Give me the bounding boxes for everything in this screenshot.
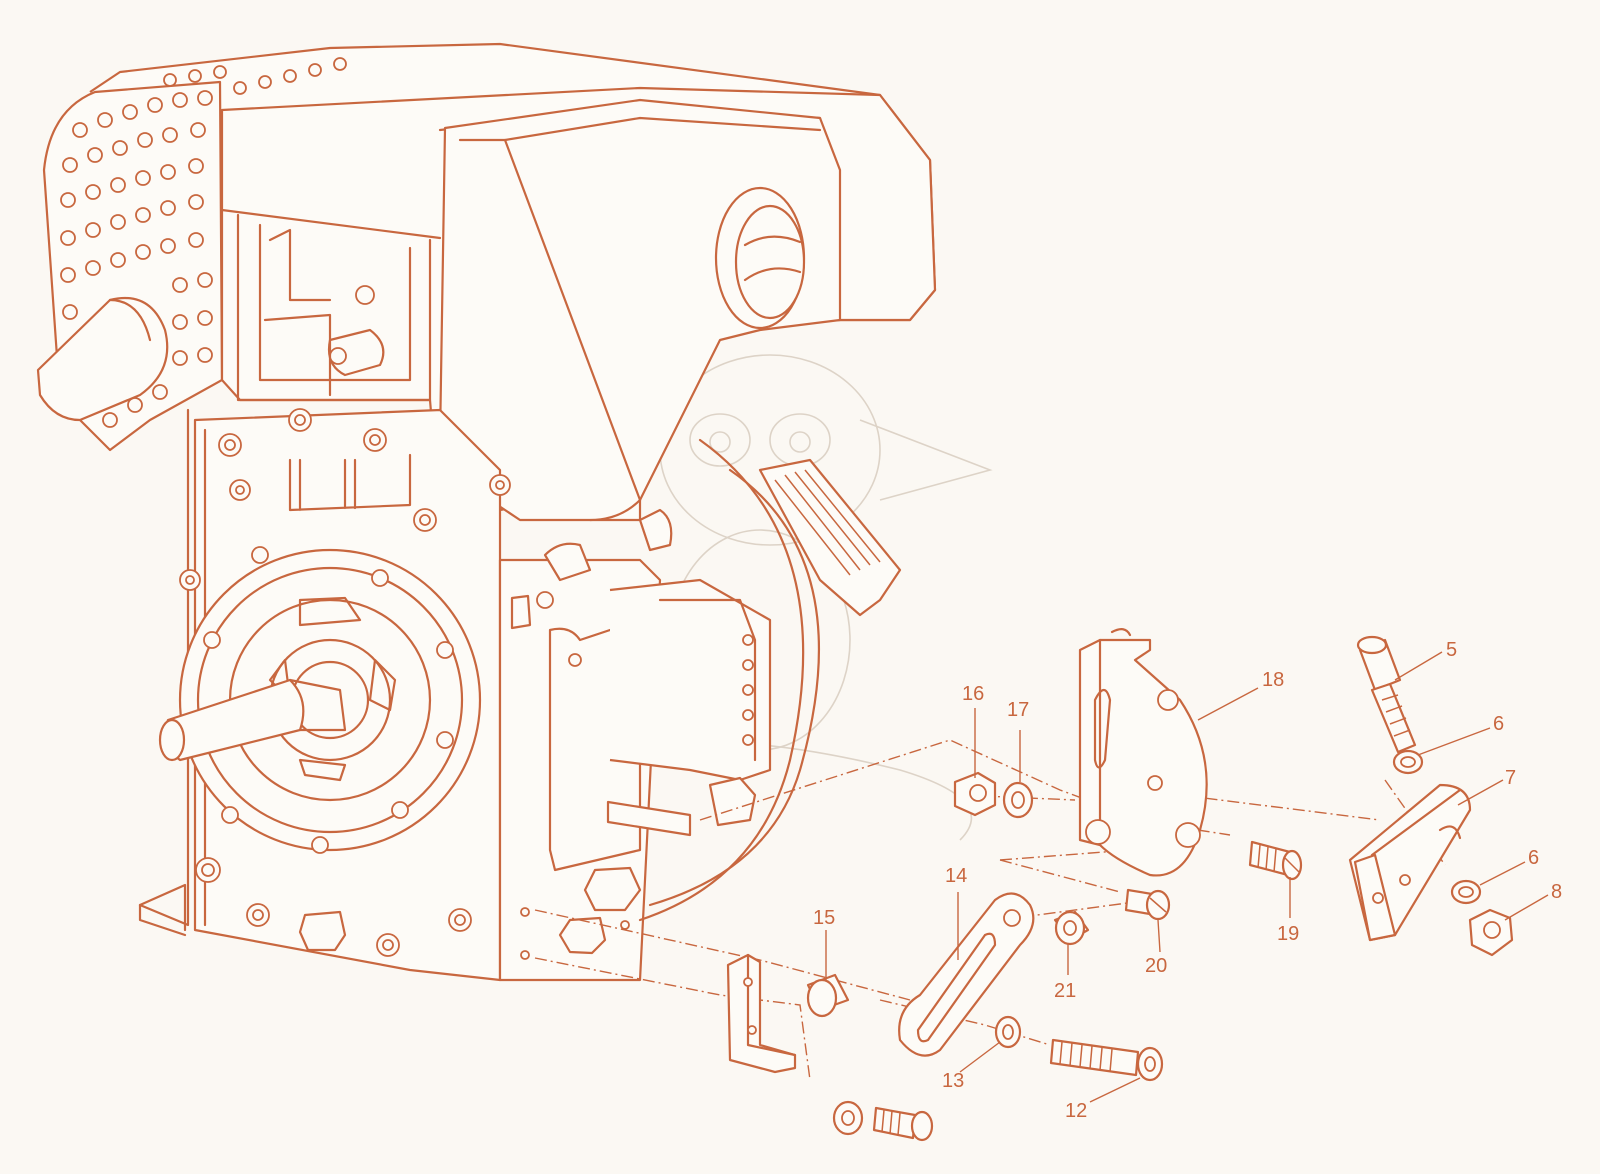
flywheel-housing (178, 546, 482, 854)
angle-bracket (726, 953, 797, 1074)
callout-20: 20 (1145, 955, 1167, 977)
part-8-nut (1468, 908, 1514, 957)
part-14-slotted-link (898, 892, 1035, 1057)
leader-lines (825, 651, 1549, 1103)
exploded-parts: 5 6 7 6 8 12 13 14 15 16 17 18 19 20 21 (534, 628, 1562, 1142)
callout-17: 17 (1007, 699, 1029, 721)
intake-port (714, 186, 806, 330)
callout-8: 8 (1551, 881, 1562, 903)
callout-14: 14 (945, 865, 967, 887)
lower-cap-screw (872, 1106, 934, 1142)
callout-21: 21 (1054, 980, 1076, 1002)
drain-plug (298, 910, 347, 952)
part-7-lever-bracket (1348, 783, 1472, 942)
callout-13: 13 (942, 1070, 964, 1092)
callout-16: 16 (962, 683, 984, 705)
starter-handle (758, 458, 902, 617)
part-18-mounting-plate (1078, 628, 1208, 877)
part-12-cap-screw (1049, 1038, 1164, 1082)
part-21-spacer (1053, 910, 1090, 946)
callout-labels: 5 6 7 6 8 12 13 14 15 16 17 18 19 20 21 (813, 639, 1562, 1122)
callout-6-lower: 6 (1528, 847, 1539, 869)
part-16-hex-nut (953, 771, 997, 817)
part-5-cap-screw (1356, 635, 1417, 754)
callout-7: 7 (1505, 767, 1516, 789)
part-20-slotted-screw (1124, 888, 1171, 921)
governor-linkage-holes (742, 634, 754, 746)
callout-15: 15 (813, 907, 835, 929)
callout-19: 19 (1277, 923, 1299, 945)
rod-stub (606, 800, 692, 837)
engine-assembly (36, 42, 937, 982)
callout-18: 18 (1262, 669, 1284, 691)
callout-12: 12 (1065, 1100, 1087, 1122)
callout-6-upper: 6 (1493, 713, 1504, 735)
part-19-slotted-screw (1248, 840, 1303, 881)
shroud-perforations (60, 57, 347, 428)
shroud-hub (36, 296, 169, 422)
part-15-sleeve (806, 973, 850, 1018)
oil-filler (583, 866, 642, 912)
callout-5: 5 (1446, 639, 1457, 661)
